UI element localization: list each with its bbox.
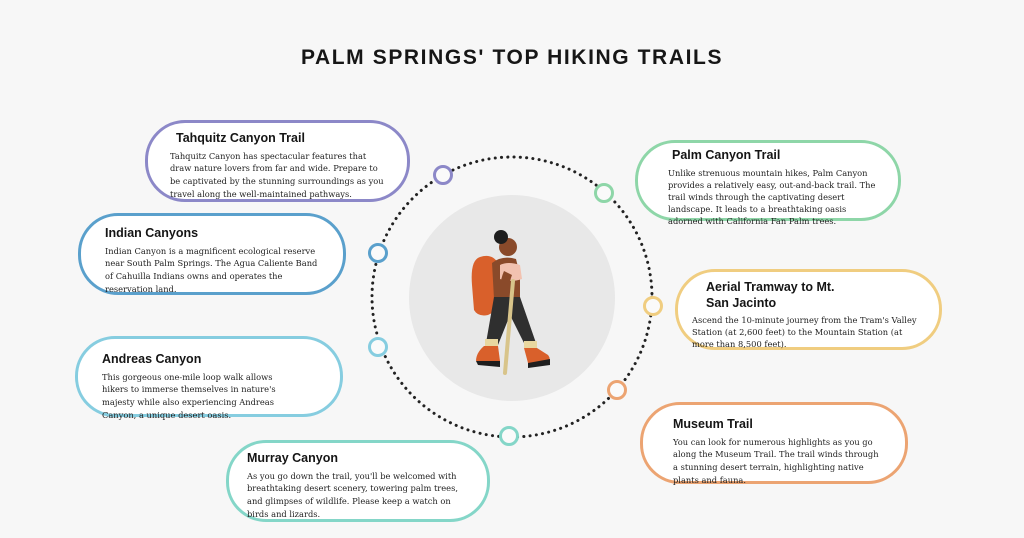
hiker-icon <box>471 230 550 375</box>
trail-card-museum: Museum Trail You can look for numerous h… <box>640 402 908 486</box>
trail-name: Indian Canyons <box>105 226 199 240</box>
trail-name: Murray Canyon <box>247 451 338 465</box>
trail-name: Aerial Tramway to Mt. San Jacinto <box>706 280 835 310</box>
trail-name: Museum Trail <box>673 417 753 431</box>
trail-card-indian: Indian Canyons Indian Canyon is a magnif… <box>78 213 346 295</box>
trail-card-palm: Palm Canyon Trail Unlike strenuous mount… <box>635 140 901 226</box>
page-title: PALM SPRINGS' TOP HIKING TRAILS <box>300 46 724 69</box>
trail-name: Palm Canyon Trail <box>672 148 781 162</box>
trail-card-andreas: Andreas Canyon This gorgeous one-mile lo… <box>75 336 343 420</box>
trail-card-murray: Murray Canyon As you go down the trail, … <box>226 440 490 522</box>
trail-description: This gorgeous one-mile loop walk allows … <box>102 371 276 421</box>
marker-ring-museum <box>607 380 627 400</box>
marker-ring-tahquitz <box>433 165 453 185</box>
trail-description: You can look for numerous highlights as … <box>673 436 879 486</box>
marker-ring-murray <box>499 426 519 446</box>
trail-description: Unlike strenuous mountain hikes, Palm Ca… <box>668 167 876 226</box>
marker-ring-indian <box>368 243 388 263</box>
trail-description: Tahquitz Canyon has spectacular features… <box>170 150 384 200</box>
trail-name: Tahquitz Canyon Trail <box>176 131 305 145</box>
trail-description: Indian Canyon is a magnificent ecologica… <box>105 245 318 295</box>
trail-card-tahquitz: Tahquitz Canyon Trail Tahquitz Canyon ha… <box>145 120 410 202</box>
marker-ring-palm <box>594 183 614 203</box>
marker-ring-tramway <box>643 296 663 316</box>
trail-card-tramway: Aerial Tramway to Mt. San Jacinto Ascend… <box>675 269 942 350</box>
trail-description: As you go down the trail, you'll be welc… <box>247 470 458 520</box>
marker-ring-andreas <box>368 337 388 357</box>
trail-description: Ascend the 10-minute journey from the Tr… <box>692 315 917 350</box>
trail-name: Andreas Canyon <box>102 352 202 366</box>
